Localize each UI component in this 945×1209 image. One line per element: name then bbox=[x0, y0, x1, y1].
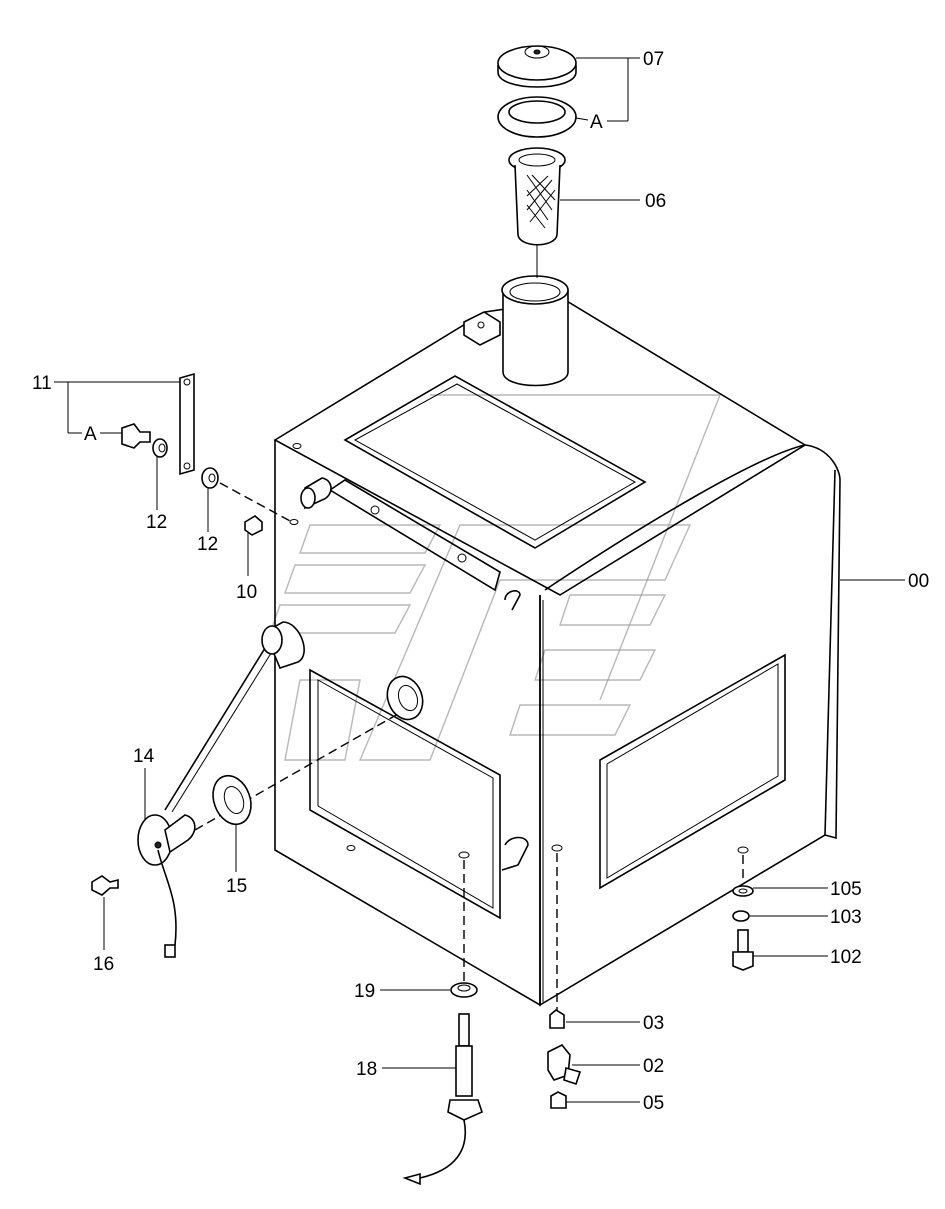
grommet-12a bbox=[152, 438, 168, 458]
callout-06: 06 bbox=[645, 191, 666, 212]
lock-washer-103 bbox=[732, 910, 750, 922]
grommet-12b bbox=[201, 467, 219, 489]
callout-05: 05 bbox=[643, 1093, 664, 1114]
grommet-19 bbox=[450, 982, 478, 998]
callout-11: 11 bbox=[32, 373, 52, 394]
callout-12b: 12 bbox=[197, 534, 218, 555]
drain-sensor bbox=[402, 1013, 483, 1186]
sender-bolt bbox=[91, 875, 119, 896]
top-tab-block bbox=[463, 311, 501, 346]
callout-00: 00 bbox=[908, 571, 929, 592]
filler-cap bbox=[497, 45, 577, 88]
drain-dash-lines bbox=[458, 844, 749, 1012]
callout-19: 19 bbox=[354, 981, 375, 1002]
watermark-logo bbox=[269, 394, 722, 761]
callout-12a: 12 bbox=[146, 512, 167, 533]
drain-fitting-03 bbox=[549, 1009, 565, 1029]
callout-15: 15 bbox=[226, 876, 247, 897]
callout-14: 14 bbox=[133, 746, 155, 767]
side-boss bbox=[300, 477, 332, 510]
level-gauge-bracket bbox=[121, 372, 195, 476]
filler-neck bbox=[501, 245, 569, 387]
filler-gasket bbox=[497, 96, 577, 138]
leader-lines bbox=[54, 57, 905, 1103]
callout-18: 18 bbox=[356, 1059, 377, 1080]
callout-16: 16 bbox=[93, 954, 114, 975]
callout-A-left: A bbox=[84, 424, 97, 445]
drain-cock-02 bbox=[547, 1043, 582, 1086]
callout-03: 03 bbox=[643, 1013, 664, 1034]
washer-105 bbox=[732, 885, 754, 897]
plug-fitting-10 bbox=[244, 515, 263, 536]
callout-07: 07 bbox=[643, 49, 664, 70]
callout-105: 105 bbox=[830, 879, 862, 900]
drain-plug-05 bbox=[550, 1091, 567, 1109]
callout-102: 102 bbox=[830, 947, 862, 968]
sender-port-ring bbox=[386, 675, 424, 721]
callout-10: 10 bbox=[236, 582, 257, 603]
sender-gasket bbox=[212, 774, 252, 826]
strainer bbox=[508, 147, 566, 246]
bolt-102 bbox=[732, 929, 754, 971]
callout-02: 02 bbox=[643, 1056, 664, 1077]
callout-A-top: A bbox=[590, 112, 603, 133]
fuel-level-sender bbox=[137, 621, 305, 958]
callout-103: 103 bbox=[830, 907, 862, 928]
